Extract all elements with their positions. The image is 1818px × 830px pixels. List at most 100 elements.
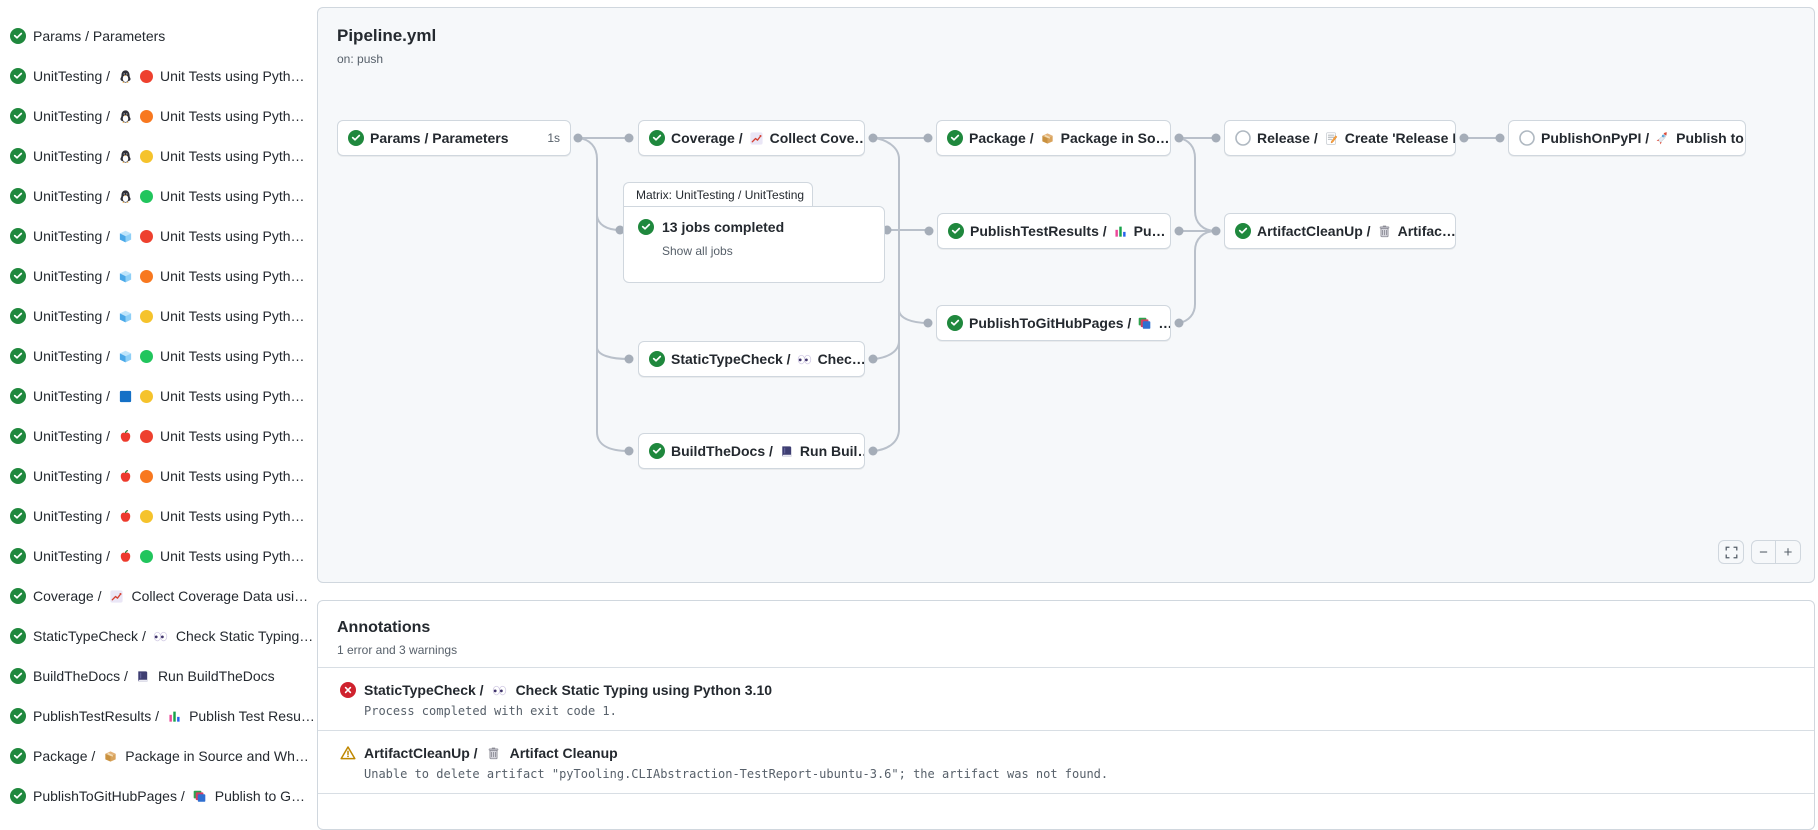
sidebar-job-item[interactable]: UnitTesting /Unit Tests using Pyth… [0, 416, 317, 456]
sidebar-job-item[interactable]: Package /Package in Source and Wh… [0, 736, 317, 776]
sidebar-job-item[interactable]: Coverage /Collect Coverage Data usi… [0, 576, 317, 616]
frames-icon [192, 788, 208, 804]
eyes-icon [153, 628, 169, 644]
node-artifact-cleanup[interactable]: ArtifactCleanUp / Artifac… 3s [1224, 213, 1456, 249]
python-version-dot-red [140, 69, 154, 83]
node-package[interactable]: Package / Package in So… 25s [936, 120, 1171, 156]
annotation-error-title[interactable]: StaticTypeCheck / Check Static Typing us… [340, 682, 1795, 698]
graph-edges [573, 133, 1505, 456]
frames-icon [1137, 315, 1152, 331]
annotations-panel: Annotations 1 error and 3 warnings Stati… [317, 600, 1815, 830]
book-icon [779, 443, 794, 459]
annotation-warning-message: Unable to delete artifact "pyTooling.CLI… [364, 767, 1109, 781]
python-version-dot-yellow [140, 389, 154, 403]
node-publish-test-results[interactable]: PublishTestResults / Pu… 17s [937, 213, 1171, 249]
python-version-dot-yellow [140, 309, 154, 323]
node-publish-on-pypi[interactable]: PublishOnPyPI / Publish to … [1508, 120, 1746, 156]
success-check-icon [10, 628, 26, 644]
sidebar-job-item[interactable]: PublishToGitHubPages /Publish to G… [0, 776, 317, 815]
cube-icon [117, 348, 133, 364]
memo-icon [1324, 130, 1339, 146]
success-check-icon [649, 351, 665, 367]
sidebar-job-item[interactable]: UnitTesting /Unit Tests using Pyth… [0, 136, 317, 176]
success-check-icon [1235, 223, 1251, 239]
apple-icon [117, 468, 133, 484]
zoom-out-button[interactable]: − [1751, 540, 1776, 564]
sidebar-job-item[interactable]: UnitTesting /Unit Tests using Pyth… [0, 176, 317, 216]
trash-icon [486, 745, 502, 761]
penguin-icon [117, 68, 133, 84]
sidebar-job-item[interactable]: UnitTesting /Unit Tests using Pyth… [0, 96, 317, 136]
python-version-dot-green [140, 349, 154, 363]
matrix-label: Matrix: UnitTesting / UnitTesting [623, 182, 813, 207]
success-check-icon [947, 130, 963, 146]
sidebar-job-item[interactable]: UnitTesting /Unit Tests using Pyth… [0, 456, 317, 496]
node-release[interactable]: Release / Create 'Release P… [1224, 120, 1456, 156]
success-check-icon [10, 468, 26, 484]
success-check-icon [10, 148, 26, 164]
node-static-type-check[interactable]: StaticTypeCheck / Chec… 13s [638, 341, 865, 377]
penguin-icon [117, 188, 133, 204]
node-publish-to-github-pages[interactable]: PublishToGitHubPages / … 13s [936, 305, 1171, 341]
success-check-icon [649, 130, 665, 146]
matrix-group: 13 jobs completed Show all jobs [623, 206, 885, 283]
success-check-icon [947, 315, 963, 331]
sidebar-job-item[interactable]: UnitTesting /Unit Tests using Pyth… [0, 496, 317, 536]
book-icon [135, 668, 151, 684]
apple-icon [117, 428, 133, 444]
python-version-dot-green [140, 549, 154, 563]
apple-icon [117, 508, 133, 524]
python-version-dot-red [140, 429, 154, 443]
sidebar-job-item[interactable]: BuildTheDocs /Run BuildTheDocs [0, 656, 317, 696]
node-coverage[interactable]: Coverage / Collect Cove… 25s [638, 120, 865, 156]
workflow-trigger: on: push [337, 52, 384, 66]
sidebar-job-item[interactable]: UnitTesting /Unit Tests using Pyth… [0, 336, 317, 376]
sidebar-job-item[interactable]: PublishTestResults /Publish Test Resu… [0, 696, 317, 736]
sidebar-job-item[interactable]: UnitTesting /Unit Tests using Pyth… [0, 296, 317, 336]
zoom-in-button[interactable]: + [1776, 540, 1801, 564]
annotations-summary: 1 error and 3 warnings [337, 643, 458, 657]
python-version-dot-green [140, 189, 154, 203]
warning-icon [340, 745, 356, 761]
sidebar-job-item[interactable]: UnitTesting /Unit Tests using Pyth… [0, 376, 317, 416]
sidebar-job-item[interactable]: UnitTesting /Unit Tests using Pyth… [0, 216, 317, 256]
python-version-dot-orange [140, 469, 154, 483]
success-check-icon [10, 228, 26, 244]
success-check-icon [10, 348, 26, 364]
success-check-icon [10, 188, 26, 204]
node-build-the-docs[interactable]: BuildTheDocs / Run Buil… 47s [638, 433, 865, 469]
package-icon [1040, 130, 1055, 146]
sidebar-job-item[interactable]: UnitTesting /Unit Tests using Pyth… [0, 256, 317, 296]
package-icon [102, 748, 118, 764]
sidebar-job-item[interactable]: UnitTesting /Unit Tests using Pyth… [0, 56, 317, 96]
success-check-icon [10, 508, 26, 524]
rocket-icon [1655, 130, 1670, 146]
success-check-icon [348, 130, 364, 146]
annotation-error-row: StaticTypeCheck / Check Static Typing us… [318, 668, 1814, 731]
python-version-dot-yellow [140, 509, 154, 523]
annotation-warning-row: ArtifactCleanUp / Artifact Cleanup Unabl… [318, 731, 1814, 794]
sidebar-job-item[interactable]: UnitTesting /Unit Tests using Pyth… [0, 536, 317, 576]
sidebar-job-item[interactable]: Params / Parameters [0, 16, 317, 56]
success-check-icon [10, 428, 26, 444]
success-check-icon [10, 748, 26, 764]
show-all-jobs-link[interactable]: Show all jobs [662, 244, 733, 258]
skipped-icon [1235, 130, 1251, 146]
node-params[interactable]: Params / Parameters 1s [337, 120, 571, 156]
success-check-icon [10, 28, 26, 44]
annotations-title: Annotations [337, 619, 431, 636]
success-check-icon [10, 268, 26, 284]
success-check-icon [10, 388, 26, 404]
chart-up-icon [749, 130, 764, 146]
annotation-warning-title[interactable]: ArtifactCleanUp / Artifact Cleanup [340, 745, 1795, 761]
success-check-icon [649, 443, 665, 459]
sidebar-job-item[interactable]: StaticTypeCheck /Check Static Typing… [0, 616, 317, 656]
workflow-file-title: Pipeline.yml [337, 26, 437, 45]
penguin-icon [117, 148, 133, 164]
annotation-error-message: Process completed with exit code 1. [364, 704, 617, 718]
eyes-icon [797, 351, 812, 367]
success-check-icon [638, 219, 654, 235]
fullscreen-button[interactable] [1718, 540, 1744, 564]
chart-up-icon [108, 588, 124, 604]
